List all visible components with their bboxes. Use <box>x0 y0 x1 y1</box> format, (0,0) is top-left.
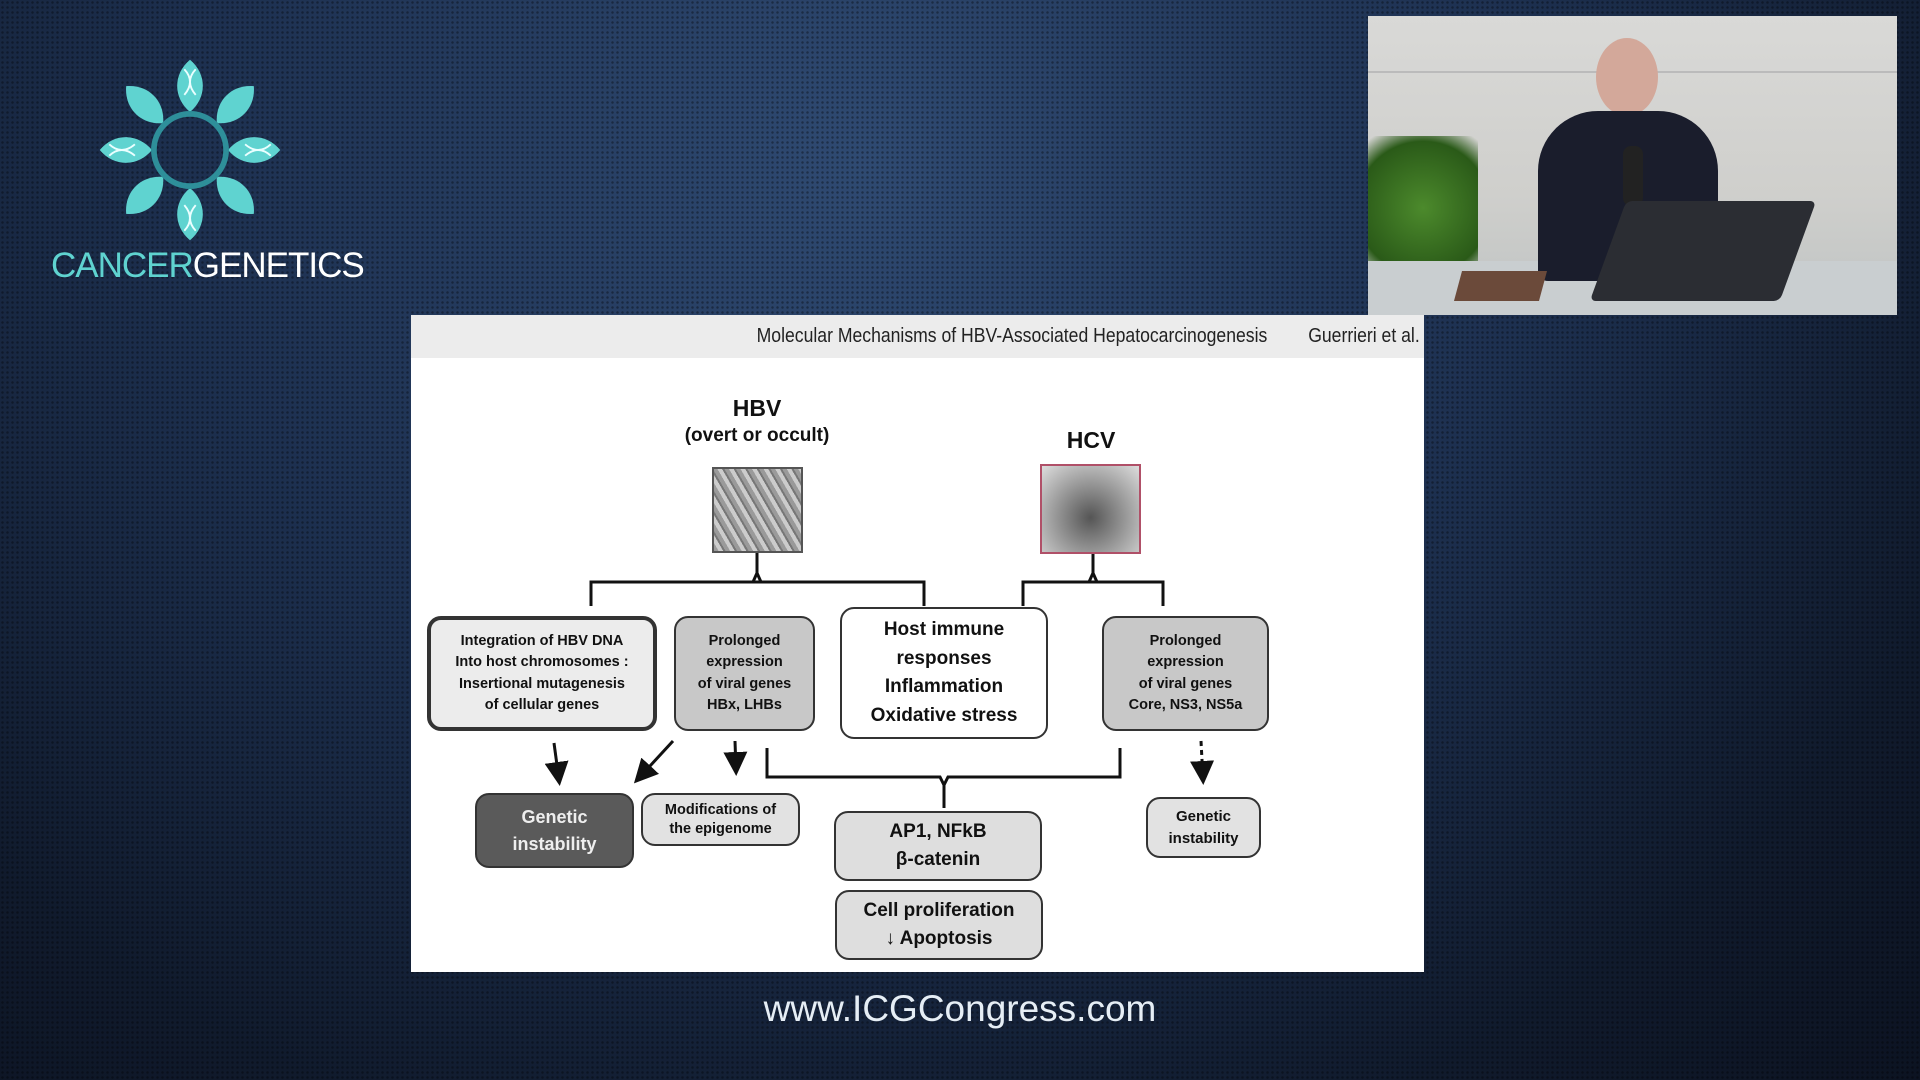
hbv-label: HBV <box>732 395 782 421</box>
box-cell-proliferation: Cell proliferation↓ Apoptosis <box>835 890 1043 960</box>
hbv-sublabel: (overt or occult) <box>684 425 830 446</box>
brand-name: CANCERGENETICS <box>51 246 365 286</box>
slide-header: Molecular Mechanisms of HBV-Associated H… <box>411 315 1424 358</box>
slide-author: Guerrieri et al. <box>1308 325 1420 347</box>
brand-part-cancer: CANCER <box>51 246 194 285</box>
speaker-video <box>1368 16 1897 315</box>
cancer-genetics-logo-icon <box>99 59 281 241</box>
down-arrow-icon: ↓ <box>885 928 896 949</box>
brand-part-genetics: GENETICS <box>192 246 365 285</box>
speaker-head <box>1596 38 1658 116</box>
congress-url: www.ICGCongress.com <box>763 988 1157 1029</box>
presentation-slide: Molecular Mechanisms of HBV-Associated H… <box>411 315 1424 972</box>
laptop <box>1589 201 1817 301</box>
mousepad <box>1453 271 1548 301</box>
hcv-label: HCV <box>1066 427 1116 453</box>
hcv-micrograph <box>1040 464 1141 554</box>
microphone <box>1623 146 1643 206</box>
slide-title: Molecular Mechanisms of HBV-Associated H… <box>756 325 1268 347</box>
hbv-micrograph <box>712 467 803 553</box>
diagram-connectors <box>544 553 1215 808</box>
